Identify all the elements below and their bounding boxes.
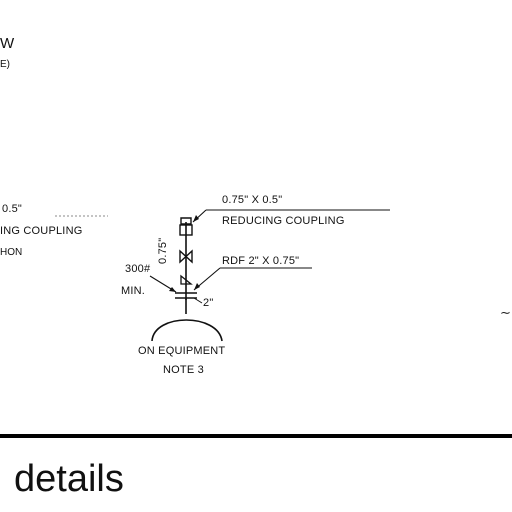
rating-label: 300# (125, 263, 151, 275)
equipment-note: NOTE 3 (163, 364, 204, 376)
rdf-callout-arrowhead (194, 283, 200, 290)
vertical-size-label: 0.75" (157, 237, 169, 264)
left-title-fragment: W (0, 35, 15, 52)
pipe-size-leader (193, 297, 203, 304)
rdf-label: RDF 2" X 0.75" (222, 255, 300, 267)
top-dimension-label: 0.75" X 0.5" (222, 194, 283, 206)
top-callout-arrowhead (193, 215, 199, 222)
rating-callout-arrowhead (169, 287, 176, 292)
section-divider (0, 434, 512, 438)
top-cap (180, 217, 192, 225)
equipment-dome (151, 319, 223, 342)
right-edge-glyph: ∼ (500, 305, 512, 320)
minimum-label: MIN. (121, 285, 146, 297)
reducing-coupling-box (179, 224, 193, 236)
lower-valve-symbol (180, 274, 193, 285)
left-coupling-fragment: ING COUPLING (0, 225, 83, 237)
equipment-label: ON EQUIPMENT (138, 345, 226, 357)
left-subtitle-fragment: E) (0, 59, 10, 70)
valve-symbol (179, 249, 193, 264)
pipe-size-label: 2" (203, 297, 214, 309)
reducing-coupling-label: REDUCING COUPLING (222, 215, 345, 227)
left-dimension-fragment: 0.5" (2, 203, 22, 215)
left-extra-fragment: HON (0, 247, 23, 258)
section-caption: details (14, 458, 124, 500)
